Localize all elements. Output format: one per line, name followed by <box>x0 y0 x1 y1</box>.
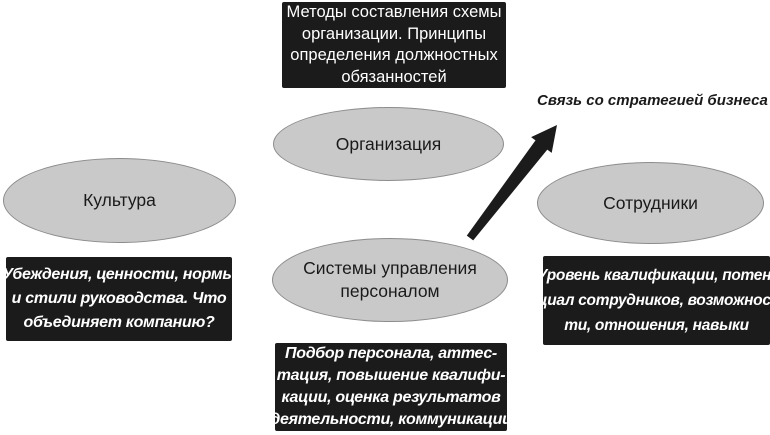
employees-description-line-1: Уровень квалификации, потен- <box>536 267 770 284</box>
culture-description-line-3: объединяет компанию? <box>23 314 215 331</box>
culture-description-box: Убеждения, ценности, нормы и стили руков… <box>2 257 236 341</box>
employees-description-line-3: ти, отношения, навыки <box>564 317 749 334</box>
hr-systems-description-line-4: деятельности, коммуникации <box>270 411 512 428</box>
employees-label: Сотрудники <box>603 192 698 213</box>
methods-box-line-4: обязанностей <box>341 67 447 86</box>
methods-box-line-2: организации. Принципы <box>301 24 487 43</box>
organization-ellipse: Организация <box>273 107 504 181</box>
methods-box-line-1: Методы составления схемы <box>286 3 502 21</box>
organization-label: Организация <box>335 133 442 154</box>
hr-systems-ellipse: Системы управления персоналом <box>272 238 508 322</box>
employees-description-box: Уровень квалификации, потен- циал сотруд… <box>537 256 770 345</box>
culture-description-line-1: Убеждения, ценности, нормы <box>2 266 236 283</box>
employees-ellipse: Сотрудники <box>537 162 764 244</box>
methods-box: Методы составления схемы организации. Пр… <box>282 2 506 88</box>
hr-systems-label-line-2: персоналом <box>340 281 440 301</box>
hr-systems-label-line-1: Системы управления <box>303 258 477 278</box>
culture-description-line-2: и стили руководства. Что <box>11 290 227 307</box>
hr-systems-description-line-3: кации, оценка результатов <box>281 389 501 406</box>
strategy-link-label: Связь со стратегией бизнеса <box>537 92 768 109</box>
hr-systems-description-line-2: тация, повышение квалифи- <box>276 367 506 384</box>
culture-ellipse: Культура <box>3 158 236 243</box>
methods-box-line-3: определения должностных <box>290 46 498 64</box>
hr-systems-description-box: Подбор персонала, аттес- тация, повышени… <box>270 343 512 431</box>
employees-description-line-2: циал сотрудников, возможнос- <box>537 292 770 309</box>
hr-systems-description-line-1: Подбор персонала, аттес- <box>285 345 497 362</box>
culture-label: Культура <box>83 190 156 210</box>
